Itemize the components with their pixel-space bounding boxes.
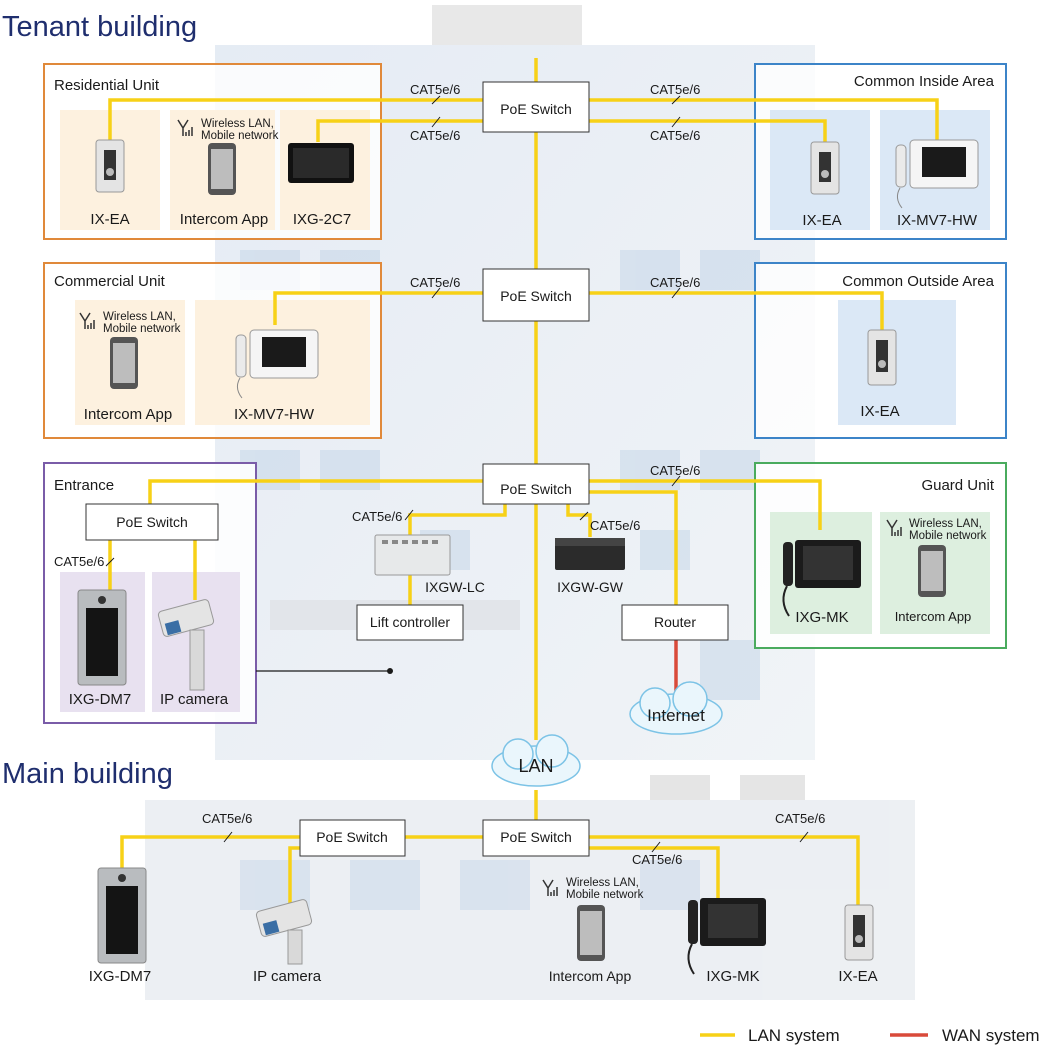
poe-switch-main-center: PoE Switch: [482, 819, 590, 857]
svg-text:Lift controller: Lift controller: [370, 614, 450, 630]
device-label: IXG-MK: [706, 968, 759, 985]
ixgw-gw-icon: [555, 538, 625, 570]
zone-title: Common Outside Area: [842, 273, 994, 290]
ixg-mk-icon: [782, 540, 861, 617]
device-label: IP camera: [253, 968, 322, 985]
poe-switch-label: PoE Switch: [500, 288, 572, 304]
ix-ea-device-icon: [810, 141, 840, 195]
lan-cables: [108, 58, 939, 905]
cable-label: CAT5e/6: [352, 509, 402, 524]
tenant-building-title: Tenant building: [2, 11, 197, 43]
device-label: IX-EA: [838, 968, 877, 985]
cable-label: CAT5e/6: [410, 128, 460, 143]
poe-switch-label: PoE Switch: [316, 829, 388, 845]
wireless-label: Mobile network: [566, 889, 644, 901]
poe-switch-entrance: PoE Switch: [85, 503, 219, 541]
ix-mv7-hw-icon: [235, 329, 319, 399]
poe-switch-label: PoE Switch: [500, 829, 572, 845]
device-label: Intercom App: [895, 609, 972, 624]
wireless-icon: [79, 119, 902, 896]
ixg-2c7-monitor-icon: [288, 143, 354, 183]
cable-label: CAT5e/6: [632, 852, 682, 867]
ixgw-gw-label: IXGW-GW: [557, 579, 624, 595]
cable-label: CAT5e/6: [410, 275, 460, 290]
device-label: Intercom App: [180, 211, 268, 228]
smartphone-icon: [110, 337, 138, 389]
cable-label: CAT5e/6: [650, 128, 700, 143]
zone-title: Common Inside Area: [854, 73, 995, 90]
wireless-label: Mobile network: [909, 530, 987, 542]
device-label: IX-EA: [90, 211, 129, 228]
main-building-title: Main building: [2, 758, 173, 790]
wireless-label: Wireless LAN,: [201, 118, 274, 130]
device-label: IX-EA: [802, 212, 841, 229]
cable-label: CAT5e/6: [54, 554, 104, 569]
poe-switch-middle: PoE Switch: [482, 268, 590, 322]
cable-label: CAT5e/6: [650, 463, 700, 478]
device-label: Intercom App: [549, 968, 632, 984]
poe-switch-label: PoE Switch: [500, 481, 572, 497]
wireless-label: Mobile network: [103, 323, 181, 335]
lan-cloud: LAN: [491, 734, 581, 787]
cable-labels: CAT5e/6 CAT5e/6 CAT5e/6 CAT5e/6 CAT5e/6 …: [54, 82, 825, 867]
ip-camera-icon: [255, 899, 313, 965]
ix-ea-device-icon: [867, 329, 897, 386]
main-building-illustration: [145, 775, 915, 1000]
wireless-label: Mobile network: [201, 130, 279, 142]
device-label: IXG-MK: [795, 609, 848, 626]
cable-label: CAT5e/6: [775, 811, 825, 826]
svg-text:LAN: LAN: [518, 756, 553, 776]
zone-title: Guard Unit: [921, 477, 994, 494]
poe-switch-label: PoE Switch: [500, 101, 572, 117]
smartphone-icon: [577, 905, 605, 961]
legend: LAN system WAN system: [700, 1026, 1040, 1045]
device-label: Intercom App: [84, 406, 172, 423]
device-label: IXG-2C7: [293, 211, 351, 228]
wireless-label: Wireless LAN,: [103, 311, 176, 323]
poe-switch-main-left: PoE Switch: [299, 819, 406, 857]
wireless-label: Wireless LAN,: [909, 518, 982, 530]
cable-label: CAT5e/6: [590, 518, 640, 533]
ix-ea-device-icon: [844, 904, 874, 961]
cable-label: CAT5e/6: [202, 811, 252, 826]
zone-title: Residential Unit: [54, 77, 160, 94]
svg-text:Internet: Internet: [647, 706, 705, 725]
legend-lan-label: LAN system: [748, 1026, 840, 1045]
device-label: IP camera: [160, 691, 229, 708]
poe-switch-top: PoE Switch: [482, 81, 590, 133]
internet-cloud: Internet: [629, 681, 723, 735]
device-label: IXG-DM7: [69, 691, 132, 708]
ixgw-lc-label: IXGW-LC: [425, 579, 485, 595]
cable-label: CAT5e/6: [650, 275, 700, 290]
ixg-dm7-icon: [77, 589, 127, 686]
zone-title: Commercial Unit: [54, 273, 166, 290]
device-label: IX-MV7-HW: [234, 406, 315, 423]
router-box: Router: [621, 604, 729, 641]
ixg-mk-icon: [687, 898, 766, 975]
legend-wan-label: WAN system: [942, 1026, 1040, 1045]
smartphone-icon: [208, 143, 236, 195]
ixg-dm7-icon: [97, 867, 147, 964]
wireless-label: Wireless LAN,: [566, 877, 639, 889]
ix-mv7-hw-icon: [895, 139, 979, 209]
ixgw-lc-icon: [374, 534, 451, 576]
device-label: IX-EA: [860, 403, 899, 420]
zone-title: Entrance: [54, 477, 114, 494]
cable-label: CAT5e/6: [650, 82, 700, 97]
smartphone-icon: [918, 545, 946, 597]
svg-text:Router: Router: [654, 614, 696, 630]
poe-switch-lower: PoE Switch: [482, 463, 590, 505]
lift-controller-box: Lift controller: [356, 604, 464, 641]
device-label: IX-MV7-HW: [897, 212, 978, 229]
ix-ea-device-icon: [95, 139, 125, 193]
ip-camera-icon: [157, 599, 215, 691]
poe-switch-label: PoE Switch: [116, 514, 188, 530]
cable-label: CAT5e/6: [410, 82, 460, 97]
device-label: IXG-DM7: [89, 968, 152, 985]
